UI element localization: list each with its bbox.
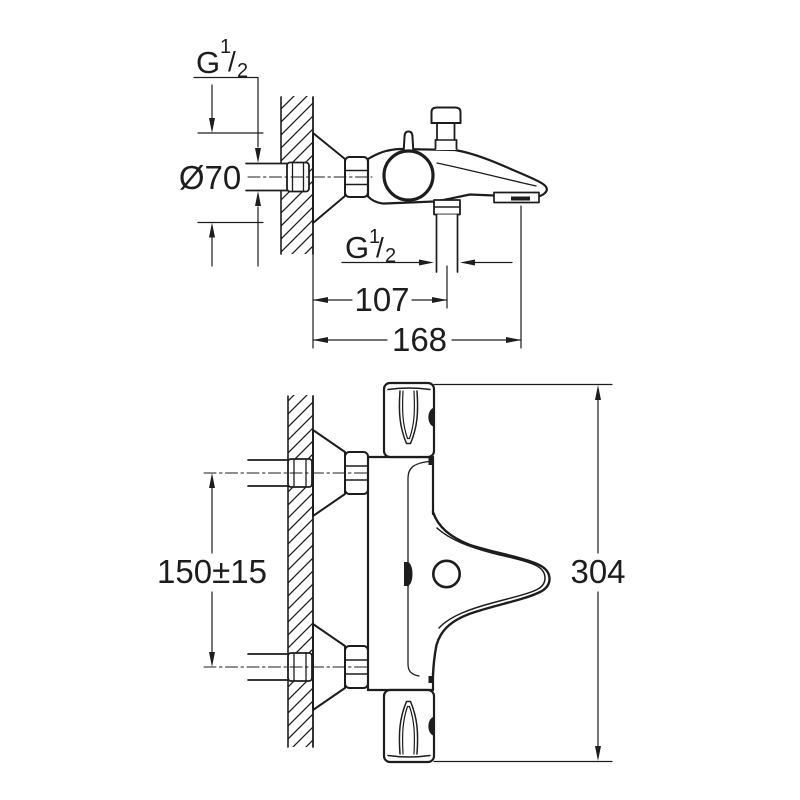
- thermostat-handle: [382, 149, 435, 202]
- outlet-thread-label-g: G: [345, 230, 369, 265]
- shower-hose: [435, 213, 459, 273]
- diverter-mark: [404, 562, 413, 586]
- dim-projection-168: 168: [392, 321, 447, 358]
- body-joint-mark-upper: [428, 458, 434, 465]
- side-view: G 1 / 2 Ø70 G 1 / 2 107 168: [179, 36, 548, 358]
- inlet-thread-label-slash: /: [228, 46, 236, 77]
- dim-escutcheon: [197, 84, 264, 267]
- inlet-thread-label-g: G: [196, 45, 220, 80]
- dimensions-front: [209, 383, 613, 763]
- lower-handle-indent: [428, 716, 434, 736]
- spout-front: [431, 510, 551, 677]
- inlet-thread-label-num: 1: [220, 36, 231, 58]
- side-view-labels: G 1 / 2 Ø70 G 1 / 2 107 168: [179, 36, 447, 358]
- dim-107: [312, 253, 448, 349]
- upper-handle-indent: [428, 407, 434, 427]
- dim-304: [433, 383, 613, 763]
- front-view: 150±15 304: [157, 381, 626, 764]
- upper-handle: [382, 381, 436, 459]
- body-joint-mark-lower: [428, 676, 434, 683]
- escutcheon: [312, 132, 346, 224]
- dim-outlet-thread: [341, 259, 513, 266]
- dim-150: [209, 473, 215, 667]
- mixer-body-front: [366, 455, 435, 692]
- upper-handle-grip: [398, 390, 419, 445]
- dim-escutcheon-diameter: Ø70: [179, 159, 241, 196]
- aerator: [493, 191, 540, 204]
- outlet-thread-label-num: 1: [369, 226, 380, 248]
- lower-handle: [382, 688, 436, 764]
- dim-projection-107: 107: [354, 281, 409, 318]
- front-view-labels: 150±15 304: [157, 553, 625, 590]
- dim-inlet-thread: [193, 76, 261, 267]
- outlet-thread-label-slash: /: [376, 232, 384, 263]
- dimensions-side: [193, 76, 522, 349]
- dim-168: [312, 205, 522, 349]
- dim-connection-spacing: 150±15: [157, 553, 267, 590]
- dim-overall-height: 304: [570, 553, 625, 590]
- wall-section-front: [287, 395, 314, 748]
- spout-button: [431, 559, 461, 589]
- spout-top-line: [436, 162, 537, 187]
- outlet-thread-label-den: 2: [385, 245, 396, 267]
- diverter-knob: [430, 106, 462, 150]
- handle-lever: [402, 130, 415, 155]
- shower-outlet: [433, 199, 461, 273]
- inlet-thread-label-den: 2: [237, 60, 248, 82]
- lower-handle-grip: [398, 700, 419, 755]
